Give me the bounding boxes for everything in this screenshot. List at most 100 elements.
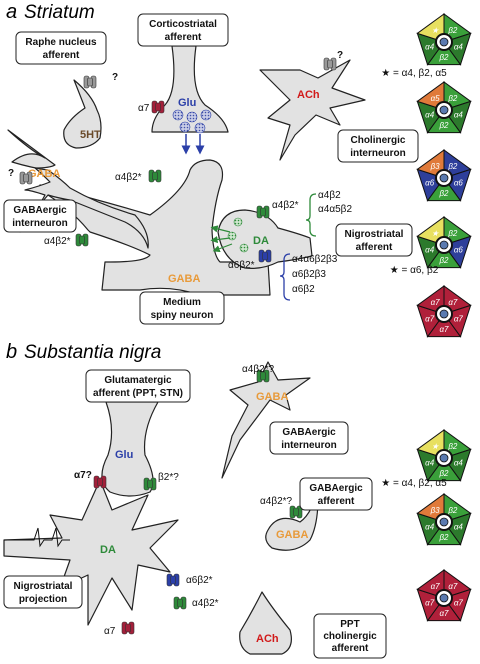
a6b2-da-receptor-icon bbox=[258, 249, 272, 263]
action-potential-trace bbox=[4, 527, 70, 548]
a4b2q-inter-label: α4β2*? bbox=[242, 364, 275, 375]
pentamer-subunit-label: α7 bbox=[439, 325, 449, 334]
ppt-ach-terminal bbox=[239, 591, 292, 655]
svg-text:PPT: PPT bbox=[340, 619, 359, 630]
msn-box: Medium spiny neuron bbox=[139, 291, 225, 325]
pentamer-pore-center bbox=[439, 173, 449, 183]
panel-a-letter: a bbox=[6, 1, 17, 23]
pentamer-subunit-label: β2 bbox=[438, 533, 449, 542]
pentamer-subunit-label: β2 bbox=[447, 229, 458, 238]
pentamer-subunit-label: ★ bbox=[432, 26, 440, 35]
a6b2-subtype-2: α6β2β3 bbox=[292, 269, 326, 280]
glu-label-a: Glu bbox=[178, 97, 196, 109]
pentamer-subunit-label: α7 bbox=[431, 298, 441, 307]
raphe-box: Raphe nucleus afferent bbox=[15, 31, 107, 65]
svg-text:afferent: afferent bbox=[332, 643, 369, 654]
a4b2-msn-label: α4β2* bbox=[115, 172, 142, 183]
svg-text:interneuron: interneuron bbox=[281, 440, 337, 451]
pentamer-subunit-label: α4 bbox=[454, 111, 464, 120]
svg-text:Glutamatergic: Glutamatergic bbox=[104, 375, 172, 386]
pentamer-column: β2α4β2α4★β2α4β2α4α5β2α6β2α6β3β2α6β2α4★α7… bbox=[416, 13, 472, 622]
pentamer-subunit-label: β2 bbox=[447, 26, 458, 35]
a4b2-inter-receptor-icon bbox=[75, 233, 89, 247]
pentamer-subunit bbox=[416, 216, 445, 246]
a4b2-b-receptor-icon bbox=[173, 596, 187, 610]
pentamer-subunit-label: ★ bbox=[432, 442, 440, 451]
pentamer-subunit-label: α7 bbox=[448, 582, 458, 591]
pentamer-subunit-label: α6 bbox=[425, 179, 435, 188]
a4b2-da-label: α4β2* bbox=[272, 200, 299, 211]
pentamer-subunit-label: β3 bbox=[430, 162, 441, 171]
pentamer-subunit bbox=[416, 569, 445, 599]
pentamer-subunit-label: α7 bbox=[431, 582, 441, 591]
svg-text:afferent: afferent bbox=[43, 50, 80, 61]
glutamatergic-box: Glutamatergic afferent (PPT, STN) bbox=[85, 369, 191, 403]
gaba-aff-box-b: GABAergic afferent bbox=[299, 477, 373, 511]
pentamer-subunit-label: α6 bbox=[454, 179, 464, 188]
legend-note-1: ★ = α4, β2, α5 bbox=[381, 68, 447, 79]
svg-text:projection: projection bbox=[19, 594, 67, 605]
cholinergic-box: Cholinergic interneuron bbox=[337, 129, 419, 163]
a4b2-bracket bbox=[305, 193, 317, 237]
glu-label-b: Glu bbox=[115, 449, 133, 461]
svg-text:cholinergic: cholinergic bbox=[323, 631, 377, 642]
a4b2-b-label: α4β2* bbox=[192, 598, 219, 609]
cholinergic-interneuron-cell bbox=[259, 59, 366, 161]
svg-text:afferent: afferent bbox=[165, 32, 202, 43]
pentamer-subunit-label: α7 bbox=[425, 599, 435, 608]
a6b2-bracket bbox=[279, 253, 291, 301]
gaba-inter-box-b: GABAergic interneuron bbox=[269, 421, 349, 455]
nigro-proj-box: Nigrostriatal projection bbox=[3, 575, 83, 609]
gabaergic-box: GABAergic interneuron bbox=[3, 199, 77, 233]
svg-text:Raphe nucleus: Raphe nucleus bbox=[25, 37, 97, 48]
a4b2-subtype-1: α4β2 bbox=[318, 190, 341, 201]
raphe-q-mark: ? bbox=[112, 72, 118, 83]
pentamer-subunit-label: ★ bbox=[432, 229, 440, 238]
pentamer-subunit bbox=[416, 429, 445, 459]
pentamer-subunit bbox=[416, 13, 445, 43]
pentamer-subunit-label: α4 bbox=[454, 43, 464, 52]
sht-label: 5HT bbox=[80, 129, 101, 141]
a4b2q-aff-label: α4β2*? bbox=[260, 496, 293, 507]
pentamer-subunit-label: α4 bbox=[425, 459, 435, 468]
a7-b-receptor-icon bbox=[121, 621, 135, 635]
pentamer-subunit-label: α4 bbox=[425, 246, 435, 255]
pentamer-subunit-label: β3 bbox=[430, 506, 441, 515]
pentamer-subunit-label: α5 bbox=[431, 94, 441, 103]
pentamer-subunit-label: β2 bbox=[438, 189, 449, 198]
legend-note-3: ★ = α4, β2, α5 bbox=[381, 478, 447, 489]
pentamer-subunit bbox=[416, 493, 445, 523]
svg-text:spiny neuron: spiny neuron bbox=[151, 310, 214, 321]
gaba-msn-label: GABA bbox=[168, 273, 200, 285]
pentamer-subunit-label: α4 bbox=[425, 43, 435, 52]
a7q-receptor-icon bbox=[93, 475, 107, 489]
svg-text:afferent: afferent bbox=[318, 496, 355, 507]
a7-receptor-icon-a bbox=[151, 100, 165, 114]
svg-text:afferent: afferent bbox=[356, 242, 393, 253]
a4b2-inter-label: α4β2* bbox=[44, 236, 71, 247]
svg-text:GABAergic: GABAergic bbox=[309, 483, 363, 494]
raphe-5ht-terminal bbox=[63, 79, 102, 149]
pentamer-pore-center bbox=[439, 453, 449, 463]
a6b2-b-label: α6β2* bbox=[186, 575, 213, 586]
pentamer-subunit-label: α4 bbox=[454, 523, 464, 532]
a6b2-subtype-3: α6β2 bbox=[292, 284, 315, 295]
svg-text:Medium: Medium bbox=[163, 297, 201, 308]
ach-q-mark: ? bbox=[337, 50, 343, 61]
pentamer-pore-center bbox=[439, 240, 449, 250]
pentamer-subunit-label: α7 bbox=[425, 315, 435, 324]
pentamer-pore-center bbox=[439, 105, 449, 115]
da-label-b: DA bbox=[100, 544, 116, 556]
pentamer-subunit-label: α7 bbox=[454, 315, 464, 324]
pentamer-subunit-label: β2 bbox=[447, 162, 458, 171]
pentamer-subunit bbox=[416, 149, 445, 179]
gaba-inter-label-a: GABA bbox=[28, 168, 60, 180]
a7-b-label: α7 bbox=[104, 626, 116, 637]
